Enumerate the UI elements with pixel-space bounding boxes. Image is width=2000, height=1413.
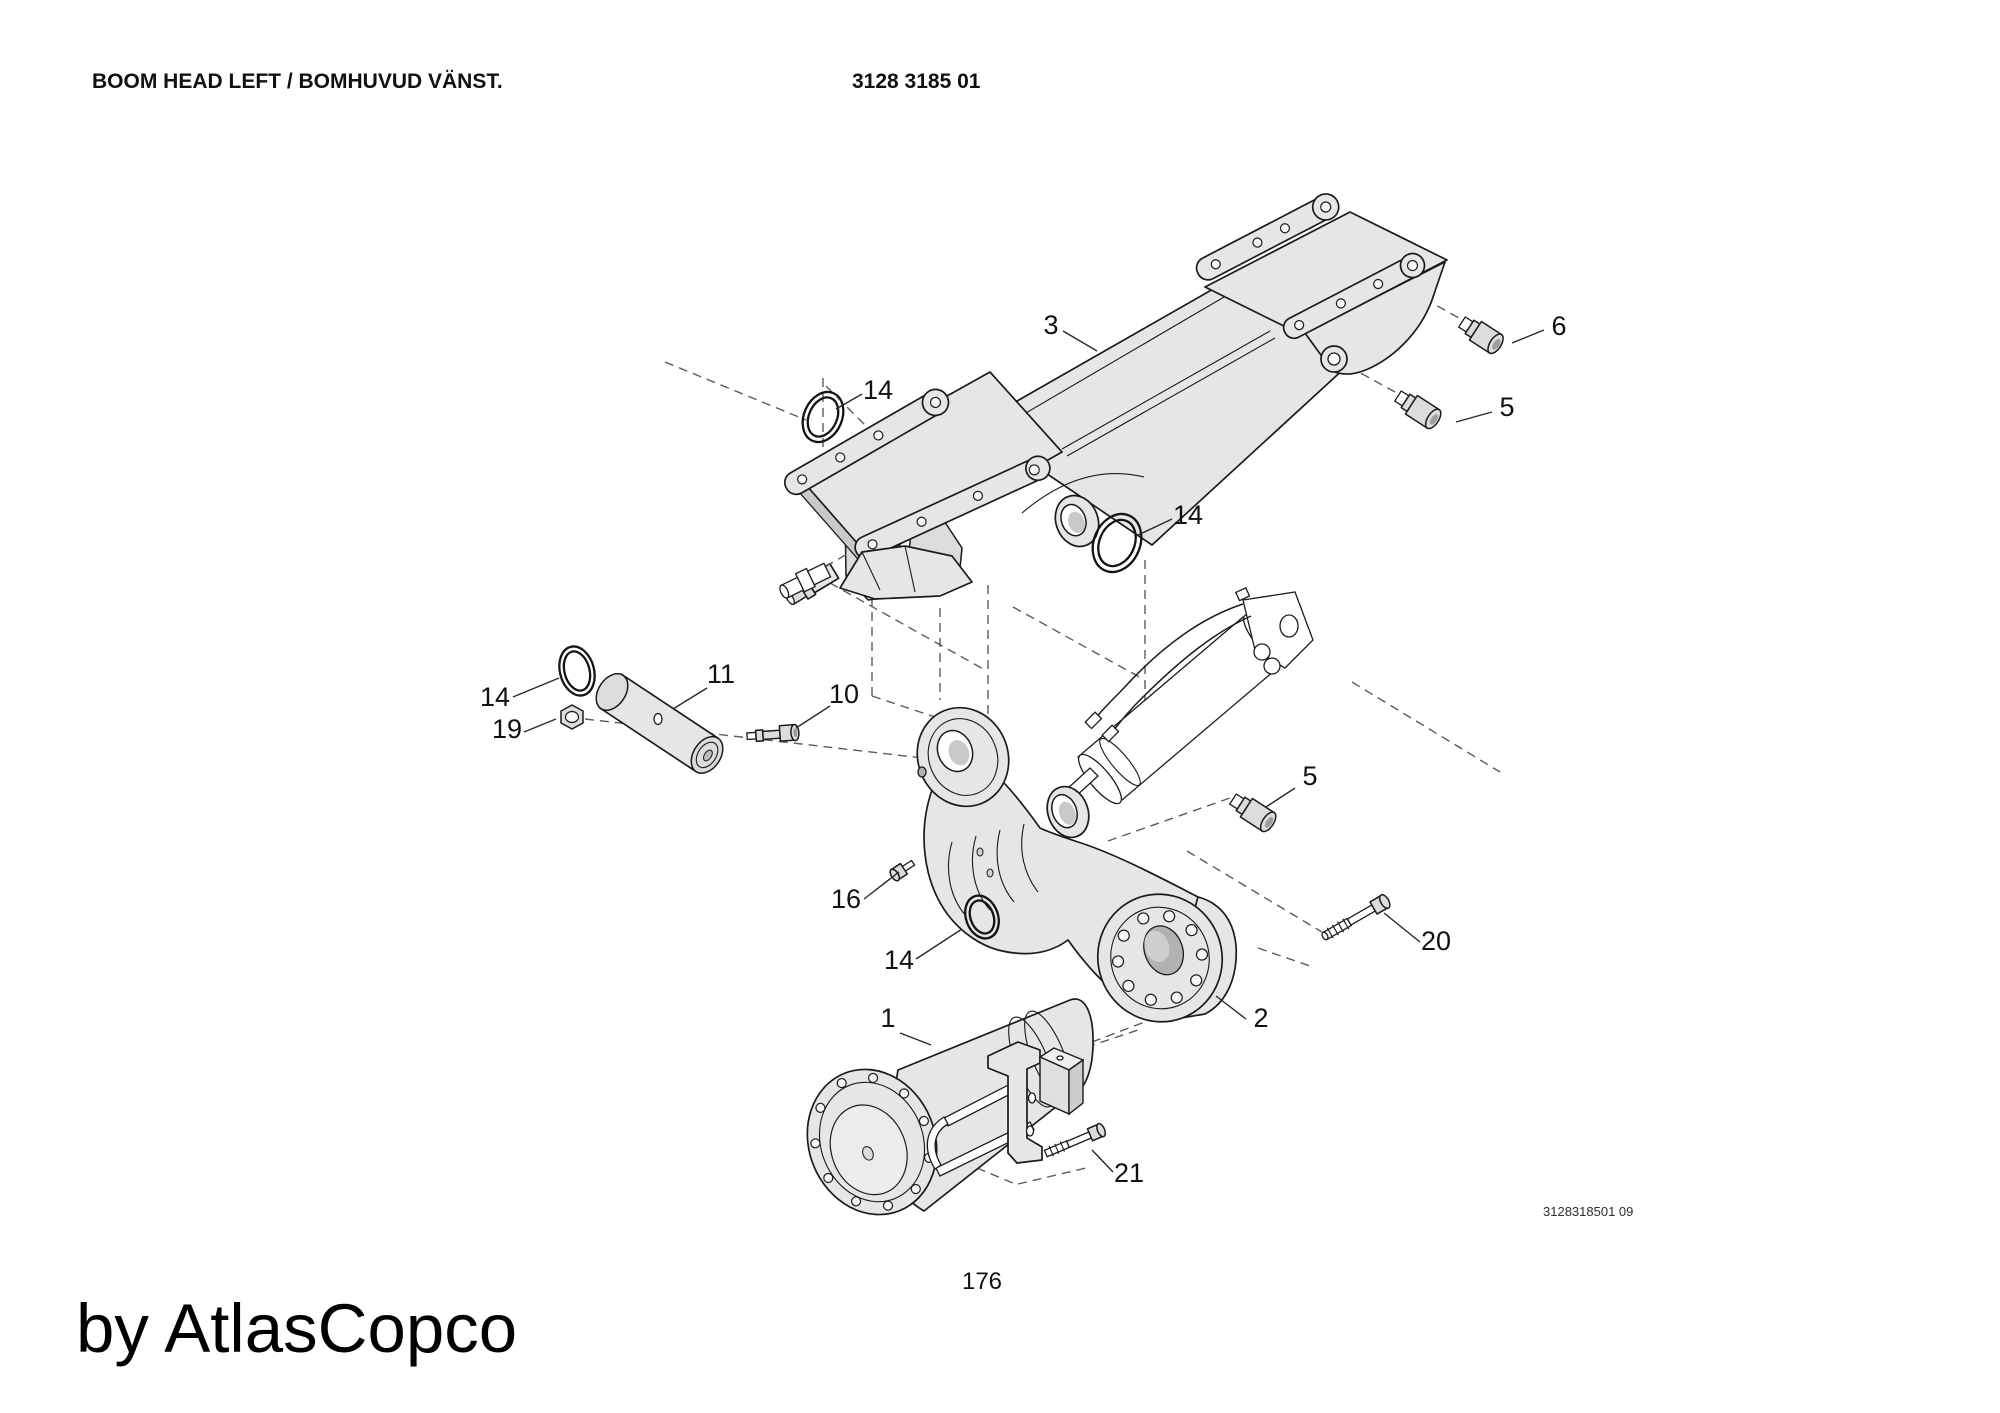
callout-16: 16 xyxy=(831,884,861,914)
bolt-21 xyxy=(1043,1122,1107,1158)
callout-21: 21 xyxy=(1114,1158,1144,1188)
upper-clamp-plate xyxy=(1195,193,1448,375)
hydraulic-cylinder-outline xyxy=(779,545,1314,805)
callout-10: 10 xyxy=(829,679,859,709)
plug-16 xyxy=(889,859,916,882)
leader-lines xyxy=(512,329,1545,1173)
boom-head-casting xyxy=(916,706,1238,1023)
page-title: BOOM HEAD LEFT / BOMHUVUD VÄNST. xyxy=(92,70,503,93)
pin-11 xyxy=(595,672,724,774)
callout-5-upper: 5 xyxy=(1499,392,1514,422)
retaining-ring-14-top xyxy=(801,390,845,444)
screw-10 xyxy=(746,723,800,743)
callout-11: 11 xyxy=(707,659,735,689)
callout-3: 3 xyxy=(1043,310,1058,340)
watermark: by AtlasCopco xyxy=(76,1290,517,1367)
retaining-ring-14-left xyxy=(558,645,596,697)
drawing-reference: 3128318501 09 xyxy=(1543,1204,1633,1219)
callout-5-middle: 5 xyxy=(1302,761,1317,791)
retaining-ring-14-lower xyxy=(964,894,1000,940)
bolt-5-upper xyxy=(1393,390,1442,430)
lower-clamp-plate xyxy=(783,371,1063,567)
callout-2: 2 xyxy=(1253,1003,1268,1033)
callout-14-top: 14 xyxy=(863,375,893,405)
callout-20: 20 xyxy=(1421,926,1451,956)
boom-lug xyxy=(1054,494,1100,548)
callout-1: 1 xyxy=(880,1003,895,1033)
nut-19 xyxy=(560,704,584,730)
pin-hole xyxy=(653,712,663,726)
bolt-6 xyxy=(1457,316,1504,355)
page-number: 176 xyxy=(962,1268,1002,1295)
bolt-20 xyxy=(1321,893,1391,941)
callout-labels: 3 14 6 5 14 14 11 10 19 5 16 14 20 1 2 2… xyxy=(480,310,1567,1188)
callout-19: 19 xyxy=(492,714,522,744)
document-number: 3128 3185 01 xyxy=(852,70,981,93)
rotation-cylinder xyxy=(806,998,1094,1216)
bolt-5-middle xyxy=(1228,793,1277,833)
casting-flange xyxy=(1096,893,1224,1023)
retaining-ring-14-right xyxy=(1091,512,1143,574)
callout-14-lower: 14 xyxy=(884,945,914,975)
callout-14-left: 14 xyxy=(480,682,510,712)
callout-6: 6 xyxy=(1551,311,1566,341)
callout-14-right: 14 xyxy=(1173,500,1203,530)
